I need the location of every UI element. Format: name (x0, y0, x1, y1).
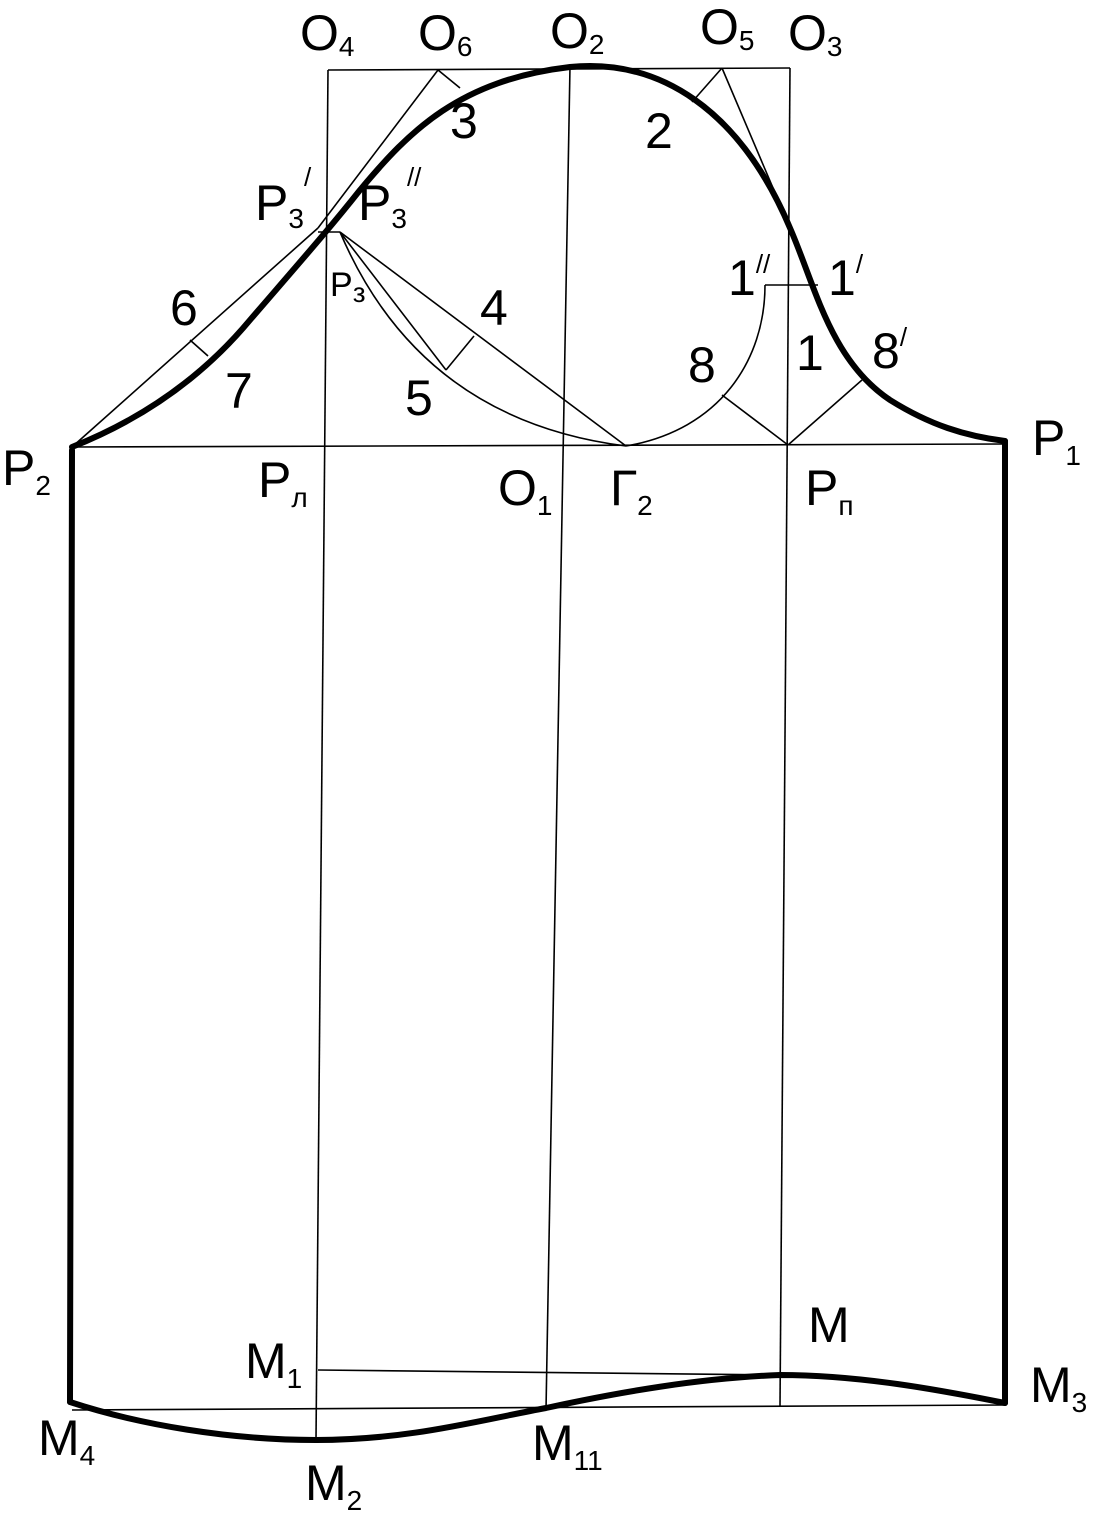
label-n8-prime: 8/ (872, 322, 908, 379)
label-n2: 2 (645, 103, 673, 159)
label-m1: M1 (245, 1333, 302, 1394)
label-m2: M2 (305, 1455, 362, 1516)
label-o6: O6 (418, 5, 472, 62)
label-p1: P1 (1032, 410, 1081, 471)
label-m11: M11 (532, 1415, 603, 1476)
line-p2-p1 (71, 443, 1006, 448)
label-o4: O4 (300, 5, 354, 62)
label-p2: P2 (2, 440, 51, 501)
label-m3: M3 (1030, 1357, 1087, 1418)
line-pp-8prime (787, 379, 863, 446)
inner-arc-left (339, 231, 627, 447)
label-g2: Г2 (610, 460, 653, 521)
label-n4: 4 (480, 280, 508, 336)
label-o5: O5 (700, 0, 754, 56)
construction-lines (71, 65, 1006, 1441)
label-o1: O1 (498, 460, 552, 521)
line-p3-5 (339, 231, 447, 371)
label-p3-dprime: P3// (358, 162, 422, 234)
label-o3: O3 (788, 5, 842, 62)
label-n1: 1 (796, 325, 824, 381)
hem-curve (67, 1372, 1008, 1443)
line-o4-m2 (315, 69, 329, 1441)
line-4-5 (445, 335, 475, 371)
line-m1-m (317, 1369, 781, 1376)
label-n1-prime: 1/ (828, 249, 864, 306)
label-n7: 7 (225, 363, 253, 419)
left-side-seam (67, 447, 75, 1405)
label-p3: Pз (330, 266, 366, 308)
label-n1-dprime: 1// (728, 249, 771, 306)
line-o6-p3 (317, 69, 439, 229)
line-6-7 (189, 339, 209, 357)
label-n6: 6 (170, 280, 198, 336)
sleeve-cap-curve (69, 63, 1008, 450)
label-p3-prime: P3/ (255, 162, 312, 234)
label-n8: 8 (688, 337, 716, 393)
label-n3: 3 (450, 93, 478, 149)
label-m4: M4 (38, 1410, 95, 1471)
label-pl: Pл (258, 452, 308, 513)
inner-arc-right (625, 284, 766, 447)
label-m: M (808, 1297, 850, 1353)
line-o2-m11 (545, 65, 571, 1411)
line-p2-p3 (71, 227, 319, 448)
label-n5: 5 (405, 370, 433, 426)
line-8-pp (721, 394, 789, 446)
label-pp: Pп (805, 460, 854, 521)
line-p3-g2 (339, 231, 627, 447)
line-o3-m (779, 67, 791, 1407)
sleeve-outline (67, 63, 1008, 1443)
line-o5-2 (691, 67, 723, 103)
line-o6-3 (437, 69, 461, 89)
label-o2: O2 (550, 3, 604, 60)
